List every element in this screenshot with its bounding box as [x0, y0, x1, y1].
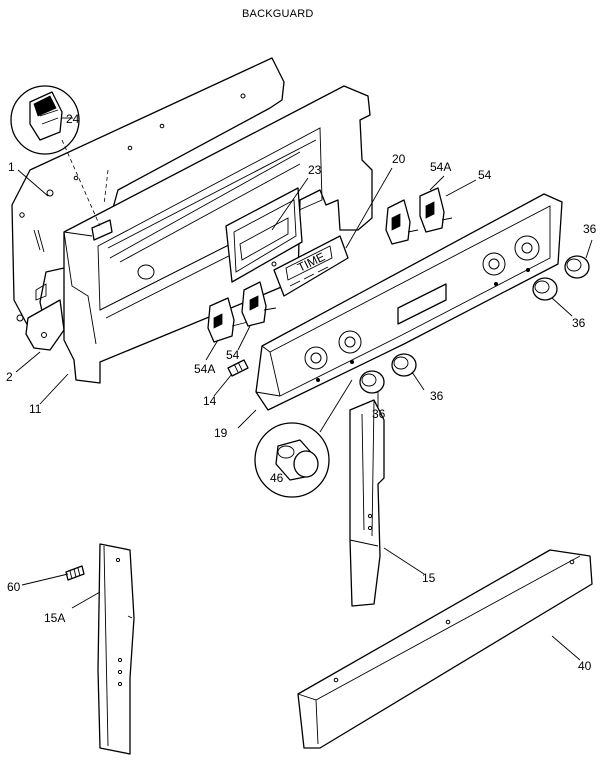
screw-part-60 — [65, 565, 85, 581]
lamp-part-14 — [227, 359, 249, 377]
backguard-frame-part-11 — [63, 85, 373, 384]
knob-part-36-a — [564, 255, 590, 279]
label-part-54-right: 54 — [478, 168, 492, 182]
knob-part-36-c — [391, 353, 417, 377]
knob-part-36-b — [532, 277, 558, 301]
switch-part-54-left — [241, 281, 277, 327]
switch-part-54A-left — [207, 297, 249, 343]
label-part-19: 19 — [214, 426, 228, 440]
control-panel-part-19 — [255, 193, 563, 411]
diagram-title: BACKGUARD — [242, 8, 313, 20]
label-part-40: 40 — [578, 659, 592, 673]
label-part-14: 14 — [203, 394, 217, 408]
label-part-23: 23 — [308, 163, 322, 177]
label-part-54-left: 54 — [226, 348, 240, 362]
trim-bar-part-40 — [297, 549, 593, 749]
part-labels: 1 2 11 14 15 15A 19 20 23 24 36 36 36 36… — [6, 112, 597, 673]
label-part-36-d: 36 — [372, 407, 386, 421]
rear-tab-part-2 — [25, 283, 65, 351]
switch-part-54A-right — [385, 199, 419, 245]
side-trim-part-15 — [349, 399, 385, 607]
label-part-15A: 15A — [44, 611, 65, 625]
rocker-switch-part-24 — [10, 85, 101, 227]
knob-part-36-d — [359, 370, 385, 394]
label-part-46: 46 — [270, 471, 284, 485]
label-part-20: 20 — [392, 152, 406, 166]
knob-detail-part-46 — [254, 379, 353, 498]
label-part-36-a: 36 — [583, 222, 597, 236]
label-part-24: 24 — [66, 112, 80, 126]
switch-part-54-right — [419, 187, 453, 233]
label-part-36-b: 36 — [572, 316, 586, 330]
side-trim-part-15A — [97, 543, 135, 755]
label-part-1: 1 — [8, 160, 15, 174]
timer-bracket-part-23 — [225, 187, 303, 283]
label-part-54A-right: 54A — [430, 160, 451, 174]
label-part-11: 11 — [29, 402, 42, 416]
label-part-54A-left: 54A — [194, 362, 215, 376]
label-part-2: 2 — [6, 370, 13, 384]
label-part-15: 15 — [422, 571, 436, 585]
leader-lines — [15, 117, 593, 661]
label-part-60: 60 — [7, 580, 21, 594]
label-part-36-c: 36 — [430, 389, 444, 403]
